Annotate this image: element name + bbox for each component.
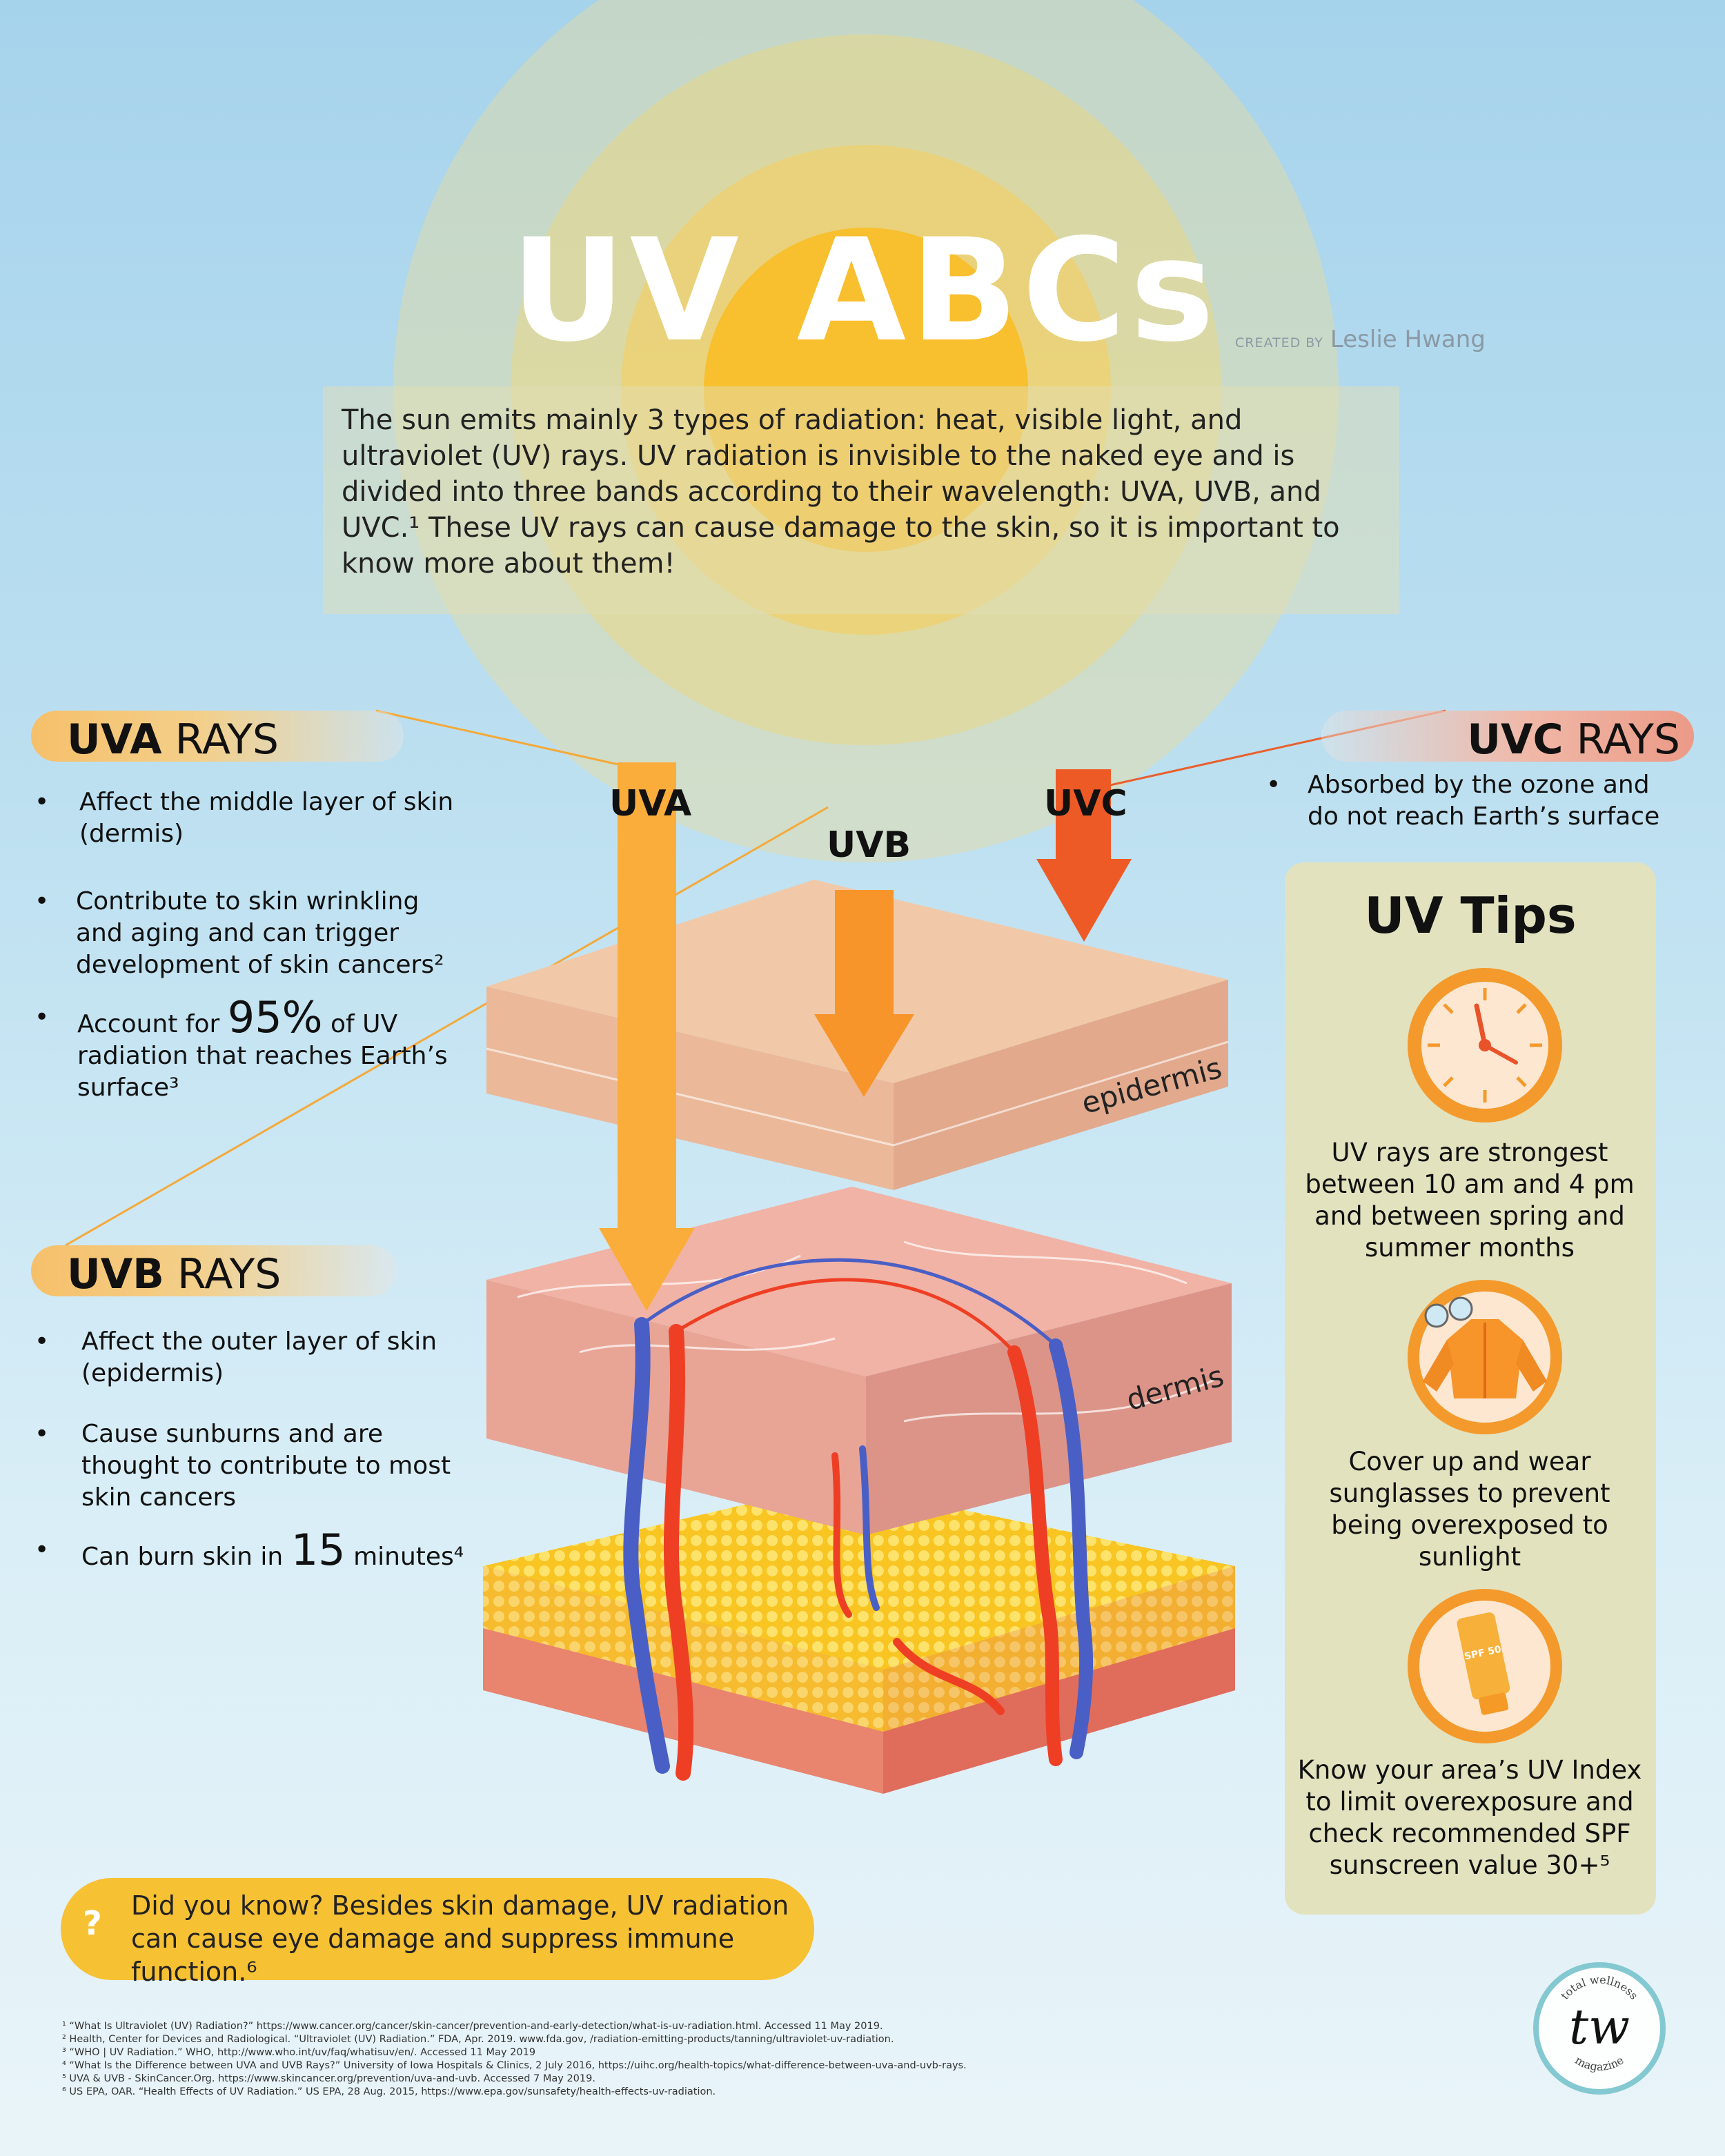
uvc-arrow: [1036, 769, 1132, 942]
did-you-know-banner: [61, 1878, 814, 1980]
logo-mark: tw: [1569, 1999, 1630, 2055]
reference-item: ² Health, Center for Devices and Radiolo…: [62, 2034, 894, 2045]
reference-item: ⁵ UVA & UVB - SkinCancer.Org. https://ww…: [62, 2073, 595, 2084]
list-item: Absorbed by the ozone and do not reach E…: [1266, 769, 1680, 833]
uv-tips-title: UV Tips: [1364, 887, 1577, 945]
list-item: Account for 95% of UV radiation that rea…: [34, 996, 462, 1104]
list-item: Affect the outer layer of skin (epidermi…: [34, 1326, 469, 1389]
uva-pill-label: UVA RAYS: [67, 715, 279, 764]
credit-name: Leslie Hwang: [1330, 326, 1486, 353]
clock-icon: [1408, 968, 1562, 1122]
credit: CREATED BY Leslie Hwang: [1235, 326, 1486, 353]
references: ¹ “What Is Ultraviolet (UV) Radiation?” …: [62, 2020, 1097, 2099]
list-item: Can burn skin in 15 minutes⁴: [34, 1529, 469, 1573]
uvc-pill: UVC RAYS: [1321, 711, 1694, 762]
tip-1-text: UV rays are strongest between 10 am and …: [1305, 1138, 1635, 1263]
uva-pill: UVA RAYS: [31, 711, 404, 762]
intro-box: [323, 386, 1399, 614]
list-item: Cause sunburns and are thought to contri…: [34, 1418, 469, 1514]
total-wellness-logo: total wellness tw magazine: [1533, 1962, 1666, 2095]
uvc-facts: Absorbed by the ozone and do not reach E…: [1266, 769, 1680, 833]
reference-item: ⁴ “What Is the Difference between UVA an…: [62, 2060, 967, 2071]
question-icon: ?: [83, 1904, 102, 1943]
uvb-arrow: [814, 890, 914, 1097]
uvc-arrow-label: UVC: [1044, 783, 1127, 824]
reference-item: ¹ “What Is Ultraviolet (UV) Radiation?” …: [62, 2021, 883, 2032]
credit-prefix: CREATED BY: [1235, 335, 1323, 350]
uva-arrow: [599, 762, 695, 1311]
uva-facts: Affect the middle layer of skin (dermis)…: [34, 787, 462, 1104]
uvb-arrow-label: UVB: [827, 824, 911, 866]
sunscreen-icon: SPF 50: [1408, 1589, 1562, 1743]
list-item: Affect the middle layer of skin (dermis): [34, 787, 462, 850]
tip-2-text: Cover up and wear sunglasses to prevent …: [1329, 1447, 1610, 1572]
list-item: Contribute to skin wrinkling and aging a…: [34, 886, 462, 981]
uvc-pill-label: UVC RAYS: [1467, 715, 1680, 764]
reference-item: ⁶ US EPA, OAR. “Health Effects of UV Rad…: [62, 2086, 716, 2097]
intro-text: The sun emits mainly 3 types of radiatio…: [342, 404, 1340, 580]
uvb-facts: Affect the outer layer of skin (epidermi…: [34, 1326, 469, 1573]
blood-vessels: [623, 1258, 1094, 1781]
uvb-pill: UVB RAYS: [31, 1245, 397, 1296]
uva-arrow-label: UVA: [609, 783, 692, 824]
tip-3-text: Know your area’s UV Index to limit overe…: [1297, 1755, 1642, 1880]
uvb-pill-label: UVB RAYS: [67, 1250, 282, 1298]
reference-item: ³ “WHO | UV Radiation.” WHO, http://www.…: [62, 2047, 536, 2058]
page-title: UV ABCs: [511, 209, 1219, 373]
did-you-know-text: Did you know? Besides skin damage, UV ra…: [131, 1890, 789, 1987]
jacket-sunglasses-icon: [1408, 1280, 1562, 1434]
